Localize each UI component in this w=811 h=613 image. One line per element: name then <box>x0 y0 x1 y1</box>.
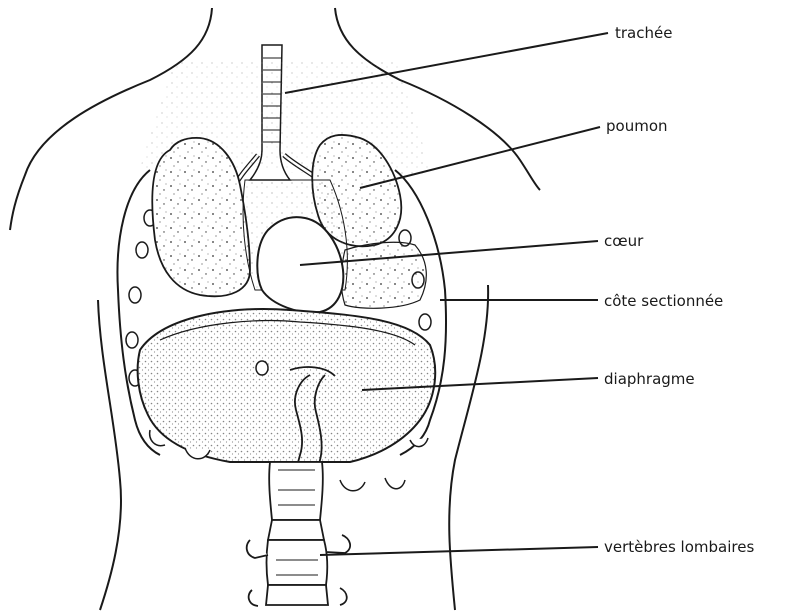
right-lower-lung <box>341 242 426 308</box>
label-poumon: poumon <box>606 117 668 135</box>
label-diaphragme: diaphragme <box>604 370 695 388</box>
label-trachee: trachée <box>615 24 672 42</box>
label-coeur: cœur <box>604 232 643 250</box>
leader-vertebres <box>320 547 598 555</box>
label-vertebres-lombaires: vertèbres lombaires <box>604 538 754 556</box>
lumbar-spine <box>247 462 350 606</box>
esophagus-opening <box>256 361 268 375</box>
label-cote-sectionnee: côte sectionnée <box>604 292 723 310</box>
